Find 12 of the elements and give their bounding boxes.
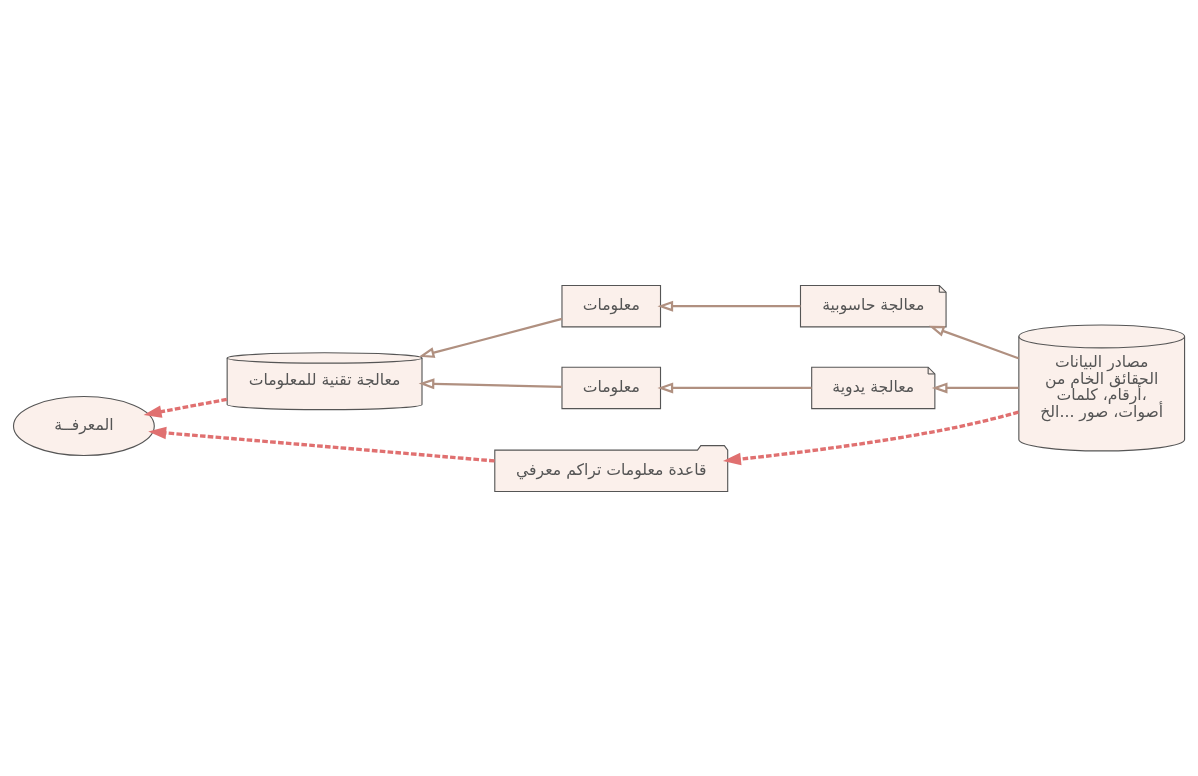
node-box: معلومات [561, 366, 662, 409]
arrow [148, 426, 495, 463]
arrow [418, 377, 562, 389]
node-box: معلومات [561, 284, 662, 327]
node-ellipse: المعرفــة [12, 395, 155, 456]
arrow [928, 325, 1019, 359]
arrow [723, 410, 1019, 465]
arrow [143, 397, 228, 418]
arrow [418, 317, 563, 358]
arrow [931, 381, 1019, 393]
arrow [657, 381, 812, 393]
arrow [657, 300, 801, 312]
